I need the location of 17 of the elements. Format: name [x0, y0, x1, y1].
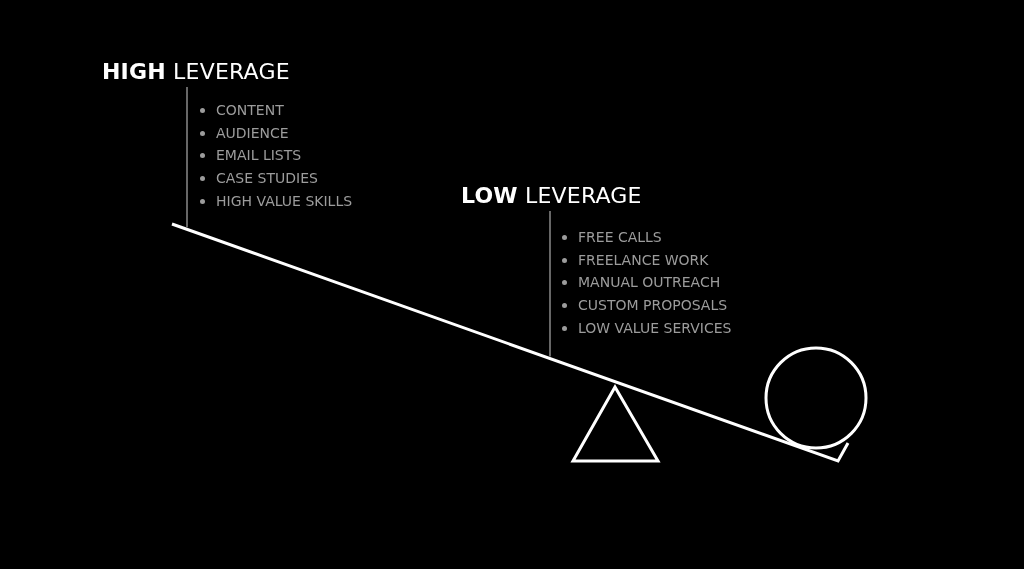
list-item: CASE STUDIES	[200, 167, 353, 190]
list-item: CONTENT	[200, 99, 353, 122]
list-item: FREELANCE WORK	[562, 248, 732, 272]
leader-line	[186, 86, 188, 229]
list-item: HIGH VALUE SKILLS	[200, 189, 353, 213]
leader-line	[549, 210, 551, 358]
seesaw-beam	[171, 222, 850, 463]
fulcrum-triangle	[570, 384, 661, 463]
list-item: LOW VALUE SERVICES	[562, 316, 732, 340]
list-item: MANUAL OUTREACH	[562, 271, 732, 295]
list-item: EMAIL LISTS	[200, 144, 353, 168]
list-item: AUDIENCE	[200, 121, 353, 145]
heading: LOW LEVERAGE	[461, 183, 642, 209]
heading: HIGH LEVERAGE	[102, 59, 290, 85]
list-item: FREE CALLS	[562, 226, 732, 249]
list-item: CUSTOM PROPOSALS	[562, 294, 732, 317]
ball	[764, 346, 868, 450]
